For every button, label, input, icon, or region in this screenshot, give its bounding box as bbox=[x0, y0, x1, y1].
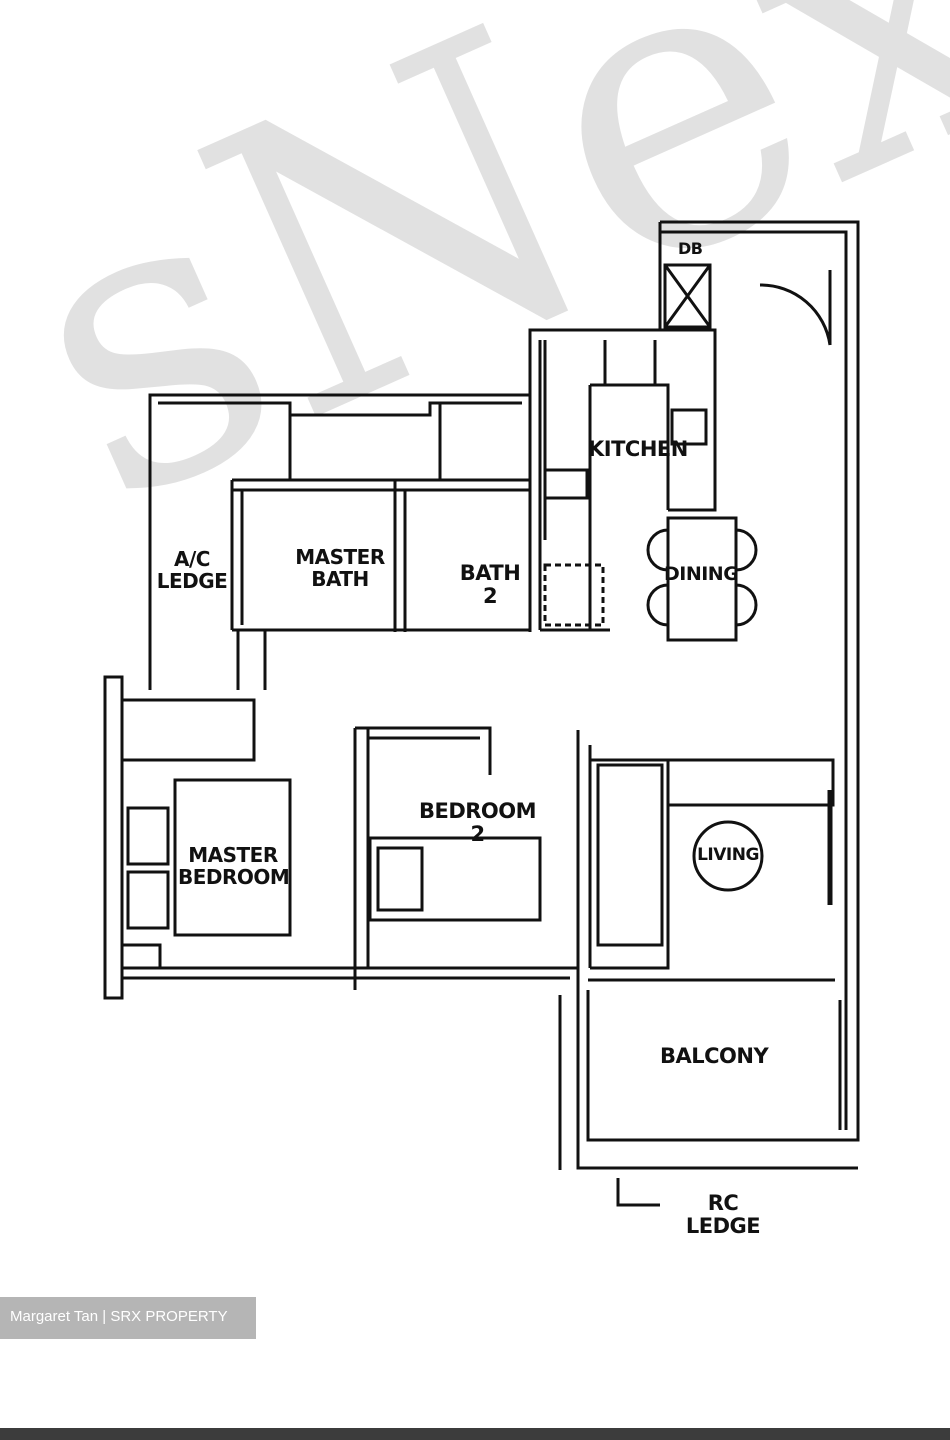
label-dining: DINING bbox=[664, 563, 739, 585]
outer-wall-upper-left bbox=[148, 222, 662, 690]
wall-bottom-left bbox=[122, 966, 858, 1170]
label-bath-2: BATH 2 bbox=[459, 561, 521, 609]
stove bbox=[543, 468, 589, 500]
bottom-bar bbox=[0, 1428, 950, 1440]
label-balcony: BALCONY bbox=[660, 1044, 769, 1068]
label-rc-ledge: RC LEDGE bbox=[685, 1191, 761, 1239]
label-bedroom-2: BEDROOM 2 bbox=[418, 799, 537, 847]
wall-kitchen bbox=[530, 328, 717, 632]
db-cabinet bbox=[663, 263, 712, 329]
outer-wall-left-inner bbox=[158, 401, 522, 417]
dining-chairs bbox=[646, 528, 758, 627]
wall-balcony bbox=[558, 978, 835, 1170]
sofa bbox=[596, 763, 664, 947]
living-walls bbox=[576, 730, 670, 980]
label-master-bedroom: MASTER BEDROOM bbox=[178, 843, 290, 889]
wall-baths-top bbox=[288, 395, 532, 632]
kitchen-appliance bbox=[543, 563, 605, 627]
label-ac-ledge: A/C LEDGE bbox=[156, 547, 228, 593]
outer-wall-entry-inner bbox=[660, 230, 848, 1130]
bedroom-2-bed bbox=[368, 836, 542, 922]
wall-bath-divider bbox=[393, 480, 407, 632]
entry-door bbox=[759, 270, 832, 346]
kitchen-counter bbox=[588, 383, 670, 630]
outer-wall-master-bedroom bbox=[103, 675, 124, 1000]
bedroom-2-walls bbox=[353, 726, 492, 990]
living-table bbox=[692, 820, 764, 892]
label-db: DB bbox=[678, 239, 703, 258]
wall-baths bbox=[230, 478, 530, 632]
sink bbox=[670, 408, 708, 446]
label-kitchen: KITCHEN bbox=[588, 437, 688, 461]
tv-console bbox=[666, 758, 835, 807]
outer-wall-entry bbox=[586, 220, 860, 1142]
kitchen-shelf bbox=[543, 340, 657, 540]
label-living: LIVING bbox=[697, 845, 759, 865]
db-cabinet-cross bbox=[663, 264, 712, 328]
master-pillow-2 bbox=[126, 870, 170, 930]
master-pillow-1 bbox=[126, 806, 170, 866]
dining-table bbox=[666, 516, 738, 642]
master-bed bbox=[173, 778, 292, 937]
bedroom-2-pillow bbox=[376, 846, 424, 912]
credit-badge: Margaret Tan | SRX PROPERTY bbox=[0, 1297, 256, 1339]
label-master-bath: MASTER BATH bbox=[295, 545, 385, 591]
wall-corridor bbox=[236, 630, 267, 690]
rc-ledge-pointer bbox=[616, 1178, 660, 1207]
master-wall-bottom bbox=[122, 943, 162, 968]
master-wardrobe bbox=[120, 698, 256, 762]
